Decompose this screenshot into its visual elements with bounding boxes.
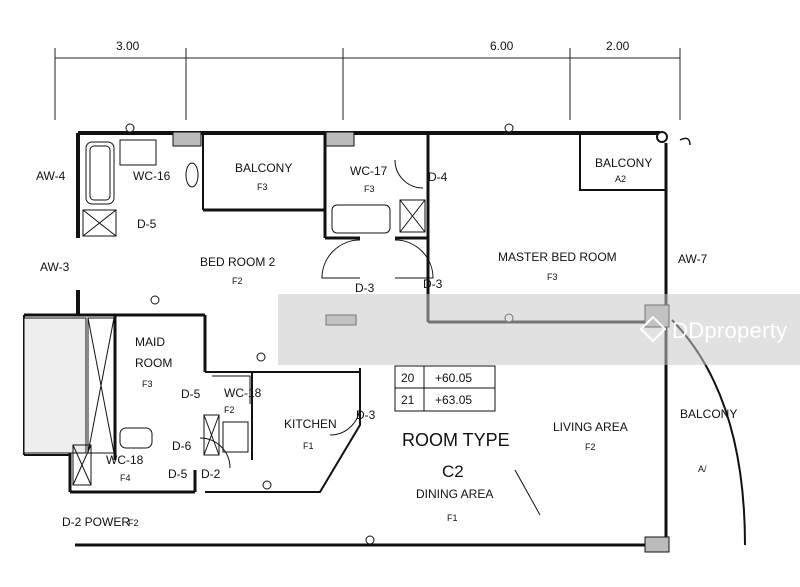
balcony-top-label: BALCONY [235,161,292,175]
dimension-6-00: 6.00 [490,39,514,53]
room-type-title: ROOM TYPE [402,430,510,450]
dimension-2-00: 2.00 [606,39,630,53]
maid-room-label-2: ROOM [135,356,172,370]
wc17-label: WC-17 [350,164,388,178]
kitchen-label: KITCHEN [284,417,337,431]
living-area-code: F2 [585,442,596,452]
level-20: +60.05 [435,371,472,385]
d6-label: D-6 [172,439,192,453]
doors [199,159,434,469]
living-area-label: LIVING AREA [553,420,628,434]
wc18b-code: F4 [120,473,131,483]
maid-room-code: F3 [142,379,153,389]
d3-c-label: D-3 [356,408,376,422]
balcony-right-label: BALCONY [680,407,737,421]
d5-low-label: D-5 [168,467,188,481]
dimension-line [54,48,681,120]
level-21: +63.05 [435,393,472,407]
watermark-text: DDproperty [672,318,788,343]
floor-21: 21 [401,393,415,407]
balcony-right-top-code: A2 [615,174,626,184]
fixtures [23,139,426,486]
bedroom2-label: BED ROOM 2 [200,255,276,269]
master-bedroom-label: MASTER BED ROOM [498,250,617,264]
wc16-label: WC-16 [133,169,171,183]
d5-mid-label: D-5 [181,387,201,401]
watermark-band [278,294,800,365]
wc18b-label: WC-18 [106,453,144,467]
balcony-right-top-label: BALCONY [595,156,652,170]
d2-label: D-2 [201,467,221,481]
master-bedroom-code: F3 [547,272,558,282]
d3-a-label: D-3 [355,281,375,295]
d2-power-label: D-2 POWER [62,515,130,529]
aw4-label: AW-4 [36,169,66,183]
kitchen-code: F1 [303,441,314,451]
d5-top-label: D-5 [137,217,157,231]
dimension-3-00: 3.00 [116,39,140,53]
watermark-logo-icon [640,316,666,342]
bedroom2-code: F2 [232,276,243,286]
wc17-code: F3 [364,184,375,194]
d2-power-code: F2 [128,518,139,528]
d3-b-label: D-3 [423,277,443,291]
floor-level-table [394,365,496,412]
dining-area-label: DINING AREA [416,487,493,501]
wc18a-label: WC-18 [224,386,262,400]
balcony-right-code: A/ [698,464,707,474]
room-type-code: C2 [442,462,464,481]
maid-room-label-1: MAID [135,335,165,349]
aw7-label: AW-7 [678,252,708,266]
dining-area-code: F1 [447,513,458,523]
wc18a-code: F2 [224,405,235,415]
aw3-label: AW-3 [40,260,70,274]
floor-20: 20 [401,371,415,385]
d4-label: D-4 [428,170,448,184]
balcony-top-code: F3 [257,182,268,192]
